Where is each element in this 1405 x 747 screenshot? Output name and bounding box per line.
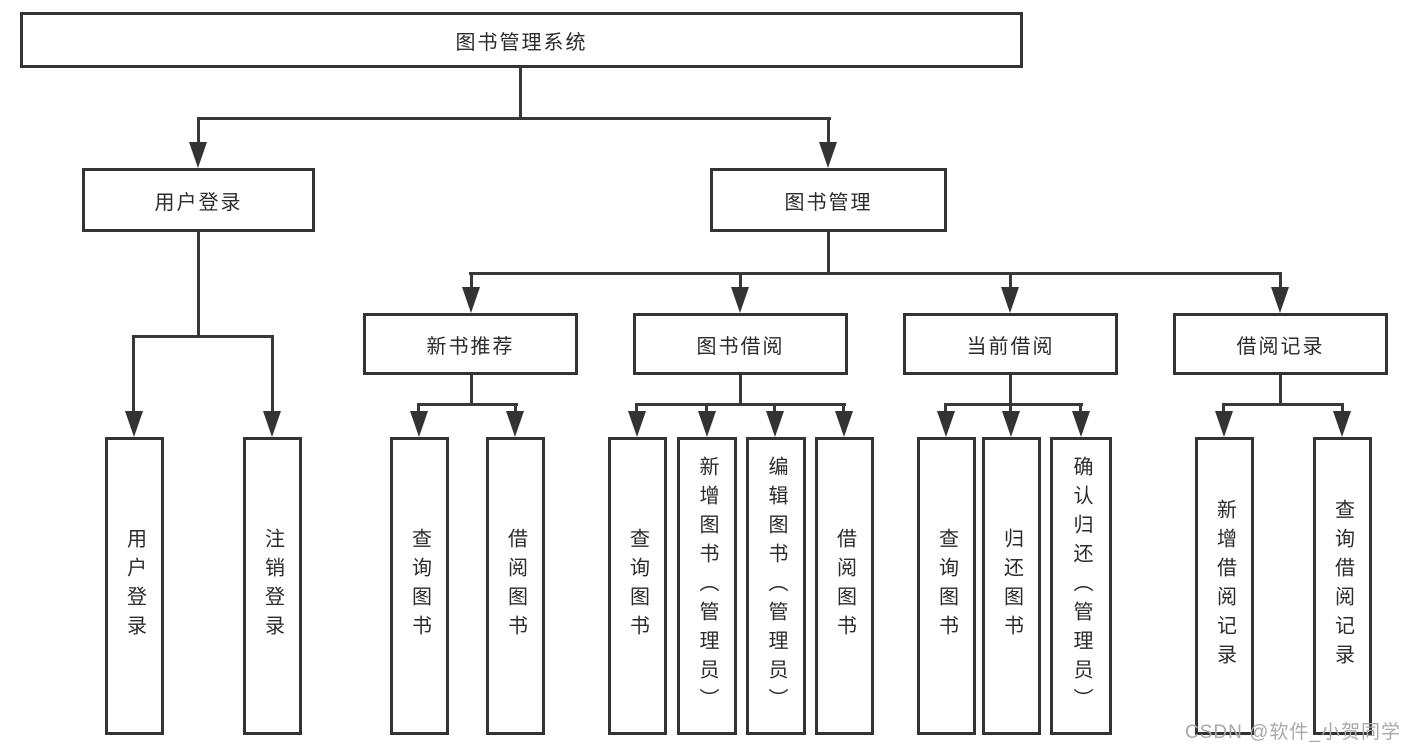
connector-line [197,232,200,338]
connector-line [271,335,274,417]
node-book-borrowing: 图书借阅 [633,313,848,375]
connector-line [417,403,420,415]
arrow-down [410,411,428,437]
node-user-login: 用户登录 [82,168,315,232]
arrow-down [125,411,143,437]
arrow-down [1215,411,1233,437]
connector-line [1341,403,1344,415]
leaf-query-books-recommend: 查询图书 [390,437,449,735]
connector-line [1222,403,1225,415]
connector-line [1009,403,1012,415]
connector-line [1279,375,1282,406]
connector-line [1222,403,1344,406]
leaf-borrow-books-borrowing: 借阅图书 [815,437,874,735]
arrow-down [766,411,784,437]
connector-line [635,403,846,406]
connector-line [773,403,776,415]
connector-line [1009,272,1012,292]
watermark: CSDN @软件_小贺同学 [1185,722,1401,743]
node-borrowing-records: 借阅记录 [1173,313,1388,375]
connector-line [739,375,742,406]
arrow-down [1333,411,1351,437]
connector-line [1009,375,1012,406]
connector-line [197,117,831,120]
leaf-edit-books-admin: 编辑图书（管理员） [746,437,806,735]
node-label: 新增图书（管理员） [696,455,718,717]
node-book-management: 图书管理 [710,168,947,232]
node-label: 借阅记录 [1236,335,1325,358]
node-label: 归还图书 [1000,528,1023,644]
leaf-user-login: 用户登录 [105,437,164,735]
node-label: 用户登录 [123,528,146,644]
node-label: 图书管理 [784,191,873,214]
arrow-down [462,287,480,313]
leaf-query-borrow-record: 查询借阅记录 [1313,437,1372,735]
connector-line [132,335,274,338]
connector-line [739,272,742,292]
leaf-return-books: 归还图书 [982,437,1041,735]
arrow-down [835,411,853,437]
node-label: 借阅图书 [833,528,856,644]
arrow-down [937,411,955,437]
connector-line [944,403,1083,406]
node-label: 查询图书 [935,528,958,644]
arrow-down [1001,287,1019,313]
leaf-query-books-borrowing: 查询图书 [608,437,667,735]
connector-line [1279,272,1282,292]
node-label: 注销登录 [261,528,284,644]
connector-line [827,117,830,149]
node-label: 图书管理系统 [455,31,588,54]
node-label: 查询借阅记录 [1331,499,1354,673]
connector-line [470,272,473,292]
leaf-add-borrow-record: 新增借阅记录 [1195,437,1254,735]
connector-line [635,403,638,415]
leaf-borrow-books-recommend: 借阅图书 [486,437,545,735]
node-label: 借阅图书 [504,528,527,644]
node-label: 图书借阅 [696,335,785,358]
connector-line [827,232,830,275]
connector-line [705,403,708,415]
node-label: 用户登录 [154,191,243,214]
arrow-down [506,411,524,437]
connector-line [514,403,517,415]
connector-line [519,68,522,119]
arrow-down [263,411,281,437]
node-label: 当前借阅 [966,335,1055,358]
arrow-down [819,142,837,168]
arrow-down [628,411,646,437]
arrow-down [1072,411,1090,437]
connector-line [417,403,518,406]
connector-line [197,117,200,149]
node-label: 确认归还（管理员） [1070,455,1092,717]
arrow-down [731,287,749,313]
leaf-query-books-current: 查询图书 [917,437,976,735]
connector-line [470,375,473,406]
node-library-management-system: 图书管理系统 [20,12,1023,68]
connector-line [132,335,135,417]
connector-line [1079,403,1082,415]
connector-line [842,403,845,415]
connector-line [469,272,1282,275]
arrow-down [1271,287,1289,313]
arrow-down [189,142,207,168]
node-label: 新增借阅记录 [1213,499,1236,673]
node-label: 编辑图书（管理员） [765,455,787,717]
node-label: 查询图书 [626,528,649,644]
node-current-borrowing: 当前借阅 [903,313,1118,375]
arrow-down [1002,411,1020,437]
node-new-book-recommendation: 新书推荐 [363,313,578,375]
leaf-logout-login: 注销登录 [243,437,302,735]
connector-line [944,403,947,415]
leaf-add-books-admin: 新增图书（管理员） [677,437,737,735]
arrow-down [698,411,716,437]
node-label: 新书推荐 [426,335,515,358]
leaf-confirm-return-admin: 确认归还（管理员） [1050,437,1112,735]
node-label: 查询图书 [408,528,431,644]
